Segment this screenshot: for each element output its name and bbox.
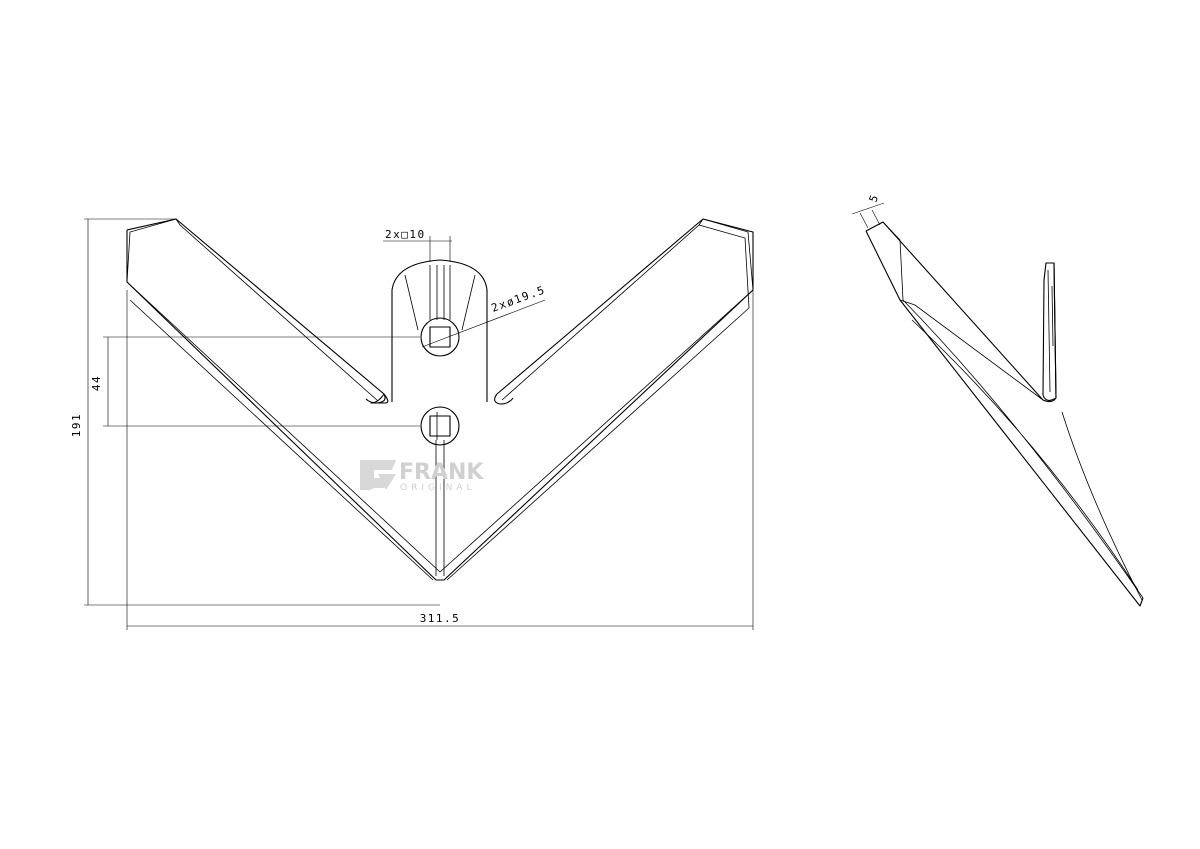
frank-logo-icon xyxy=(360,460,396,490)
right-top-facet xyxy=(698,218,754,309)
side-bevel xyxy=(882,221,1144,599)
left-top-facet xyxy=(126,218,177,283)
lower-round-hole xyxy=(420,406,460,446)
side-shank xyxy=(1042,262,1057,401)
side-shank-edge xyxy=(1047,269,1054,393)
overall-width-label: 311.5 xyxy=(420,612,461,625)
tongue-slot-lines xyxy=(404,265,476,331)
side-view xyxy=(865,221,1144,607)
dimension-labels: 191 44 311.5 2x□10 2xø19.5 5 xyxy=(70,192,882,625)
watermark-brand: FRANK xyxy=(399,460,484,485)
hole-spacing-label: 44 xyxy=(90,375,103,391)
dimension-lines xyxy=(84,202,885,630)
front-outline xyxy=(126,218,754,581)
center-tongue xyxy=(391,259,488,402)
front-view xyxy=(126,218,754,581)
upper-round-hole xyxy=(420,317,460,357)
overall-height-label: 191 xyxy=(70,413,83,437)
frank-logo: FRANK ORIGINAL xyxy=(360,460,484,493)
lower-square-hole xyxy=(429,415,451,437)
left-bevel xyxy=(126,218,441,581)
left-notch-curve xyxy=(365,393,386,404)
square-hole-label: 2x□10 xyxy=(385,228,426,241)
watermark-subtitle: ORIGINAL xyxy=(400,483,476,493)
right-notch-curve xyxy=(494,393,514,405)
upper-square-hole xyxy=(429,326,451,348)
side-tip-curve xyxy=(1061,411,1143,601)
edge-thickness-label: 5 xyxy=(867,192,882,204)
